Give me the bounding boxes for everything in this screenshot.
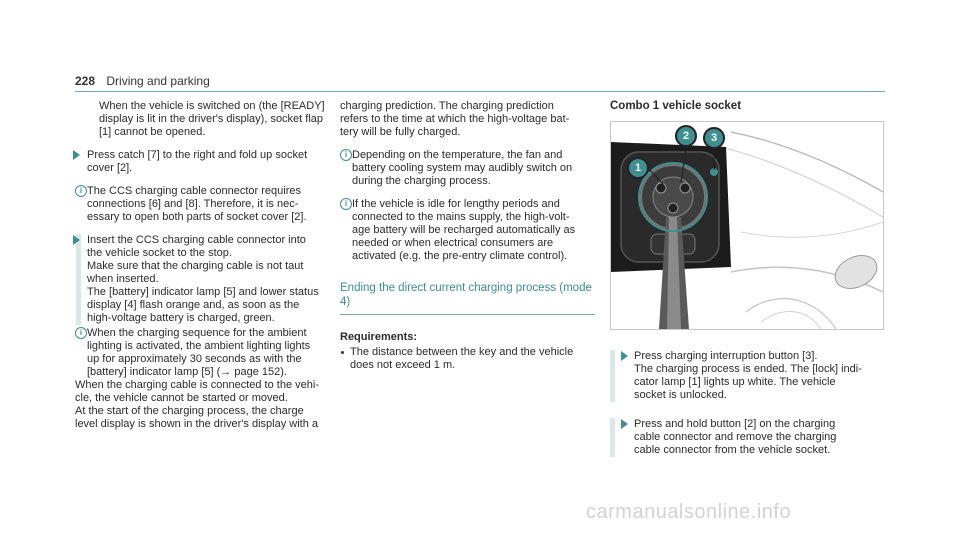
- text-line: 4): [340, 296, 351, 308]
- step-bar: [76, 234, 81, 325]
- text-line: connections [6] and [8]. Therefore, it i…: [87, 198, 299, 210]
- info-icon: i: [340, 198, 352, 210]
- callout-2: 2: [675, 125, 697, 147]
- page-number: 228: [75, 74, 96, 88]
- section-rule: [340, 314, 595, 315]
- text-line: The CCS charging cable connector require…: [87, 185, 302, 197]
- text-line: display is lit in the driver's display),…: [99, 113, 324, 125]
- text-line: Insert the CCS charging cable connector …: [87, 234, 306, 246]
- text-line: The [battery] indicator lamp [5] and low…: [87, 286, 319, 298]
- text-line: When the charging cable is connected to …: [75, 379, 319, 391]
- text-line: cator lamp [1] lights up white. The vehi…: [634, 376, 836, 388]
- step-arrow-icon: [73, 235, 80, 245]
- text-line: display [4] flash orange and, as soon as…: [87, 299, 300, 311]
- text-line: When the charging sequence for the ambie…: [87, 327, 307, 339]
- watermark: carmanualsonline.info: [586, 501, 792, 523]
- text-line: The distance between the key and the veh…: [350, 346, 574, 358]
- text-line: connected to the mains supply, the high-…: [352, 211, 570, 223]
- info-ccs-connections: i The CCS charging cable connector requi…: [75, 185, 332, 224]
- step-arrow-icon: [621, 351, 628, 361]
- step-bar: [610, 350, 615, 402]
- paragraph-prediction: charging prediction. The charging predic…: [340, 100, 595, 139]
- header-rule: [75, 91, 885, 92]
- figure-title: Combo 1 vehicle socket: [610, 100, 742, 112]
- section-title: Ending the direct current charging proce…: [340, 281, 595, 309]
- text-line: Press charging interruption button [3].: [634, 350, 818, 362]
- info-fan: i Depending on the temperature, the fan …: [340, 149, 595, 188]
- steps-end-charging: Press charging interruption button [3]. …: [610, 350, 882, 457]
- paragraph-charging-connected: When the charging cable is connected to …: [75, 379, 332, 431]
- callout-3: 3: [703, 127, 725, 149]
- text-line: level display is shown in the driver's d…: [75, 418, 318, 430]
- text-line: Make sure that the charging cable is not…: [87, 260, 304, 272]
- text-line: battery cooling system may audibly switc…: [352, 162, 573, 174]
- step-bar: [610, 418, 615, 457]
- text-line: [1] cannot be opened.: [99, 126, 206, 138]
- text-line: when inserted.: [87, 273, 159, 285]
- text-line: Depending on the temperature, the fan an…: [352, 149, 563, 161]
- text-line: needed or when electrical consumers are: [352, 237, 554, 249]
- text-line: refers to the time at which the high-vol…: [340, 113, 570, 125]
- text-line: cover [2].: [87, 162, 133, 174]
- text-line: cable connector from the vehicle socket.: [634, 444, 831, 456]
- requirements-label: Requirements:: [340, 331, 418, 343]
- step-press-catch: Press catch [7] to the right and fold up…: [73, 149, 332, 175]
- text-line: does not exceed 1 m.: [350, 359, 456, 371]
- text-line: essary to open both parts of socket cove…: [87, 211, 307, 223]
- text-line: Ending the direct current charging proce…: [340, 282, 592, 294]
- text-line: Press and hold button [2] on the chargin…: [634, 418, 836, 430]
- step-press-interruption: Press charging interruption button [3]. …: [610, 350, 882, 402]
- requirement-item: The distance between the key and the veh…: [340, 346, 595, 372]
- paragraph-ready: When the vehicle is switched on (the [RE…: [87, 100, 332, 139]
- text-line: during the charging process.: [352, 175, 491, 187]
- step-arrow-icon: [621, 419, 628, 429]
- text-line: lighting is activated, the ambient light…: [87, 340, 311, 352]
- text-line: activated (e.g. the pre-entry climate co…: [352, 250, 568, 262]
- column-2: charging prediction. The charging predic…: [340, 100, 595, 372]
- info-icon: i: [75, 327, 87, 339]
- text-line: up for approximately 30 seconds as with …: [87, 353, 302, 365]
- text-line: age battery will be recharged automatica…: [352, 224, 576, 236]
- page-section-title: Driving and parking: [106, 74, 210, 88]
- text-line: [battery] indicator lamp [5] (→ page 152…: [87, 366, 287, 378]
- info-ambient-lighting: i When the charging sequence for the amb…: [75, 327, 332, 379]
- step-arrow-icon: [73, 150, 80, 160]
- page-header: 228 Driving and parking: [75, 74, 210, 88]
- info-icon: i: [340, 149, 352, 161]
- vehicle-socket-illustration: [611, 131, 883, 329]
- text-line: Press catch [7] to the right and fold up…: [87, 149, 308, 161]
- text-line: charging prediction. The charging predic…: [340, 100, 554, 112]
- text-line: cable connector and remove the charging: [634, 431, 837, 443]
- column-3: Combo 1 vehicle socket: [610, 100, 884, 473]
- text-line: high-voltage battery is charged, green.: [87, 312, 275, 324]
- text-line: tery will be fully charged.: [340, 126, 461, 138]
- text-line: cle, the vehicle cannot be started or mo…: [75, 392, 288, 404]
- socket-figure: 1 2 3: [610, 121, 884, 330]
- text-line: At the start of the charging process, th…: [75, 405, 304, 417]
- text-line: socket is unlocked.: [634, 389, 727, 401]
- step-insert-connector: Insert the CCS charging cable connector …: [73, 234, 332, 325]
- step-remove-connector: Press and hold button [2] on the chargin…: [610, 418, 882, 457]
- text-line: When the vehicle is switched on (the [RE…: [99, 100, 325, 112]
- text-line: The charging process is ended. The [lock…: [634, 363, 862, 375]
- info-icon: i: [75, 185, 87, 197]
- callout-1: 1: [627, 157, 649, 179]
- info-idle: i If the vehicle is idle for lengthy per…: [340, 198, 595, 263]
- text-line: If the vehicle is idle for lengthy perio…: [352, 198, 560, 210]
- column-1: When the vehicle is switched on (the [RE…: [73, 100, 332, 441]
- text-line: the vehicle socket to the stop.: [87, 247, 232, 259]
